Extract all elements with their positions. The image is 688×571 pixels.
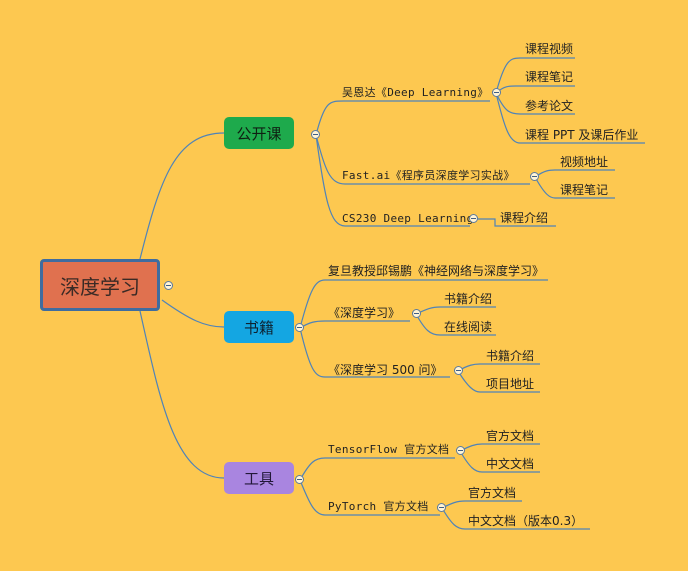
leaf-read-online[interactable]: 在线阅读 — [444, 320, 493, 334]
root-topic[interactable]: 深度学习 — [40, 259, 160, 311]
subtopic-pytorch-docs[interactable]: PyTorch 官方文档 — [328, 500, 429, 513]
collapse-icon[interactable] — [164, 281, 173, 290]
topic-books-label: 书籍 — [243, 318, 274, 337]
subtopic-andrew-ng-course[interactable]: 吴恩达《Deep Learning》 — [342, 86, 489, 99]
collapse-icon[interactable] — [454, 366, 463, 375]
leaf-chinese-docs-pt[interactable]: 中文文档（版本0.3） — [468, 514, 584, 528]
leaf-course-video[interactable]: 课程视频 — [525, 42, 574, 56]
subtopic-tensorflow-docs[interactable]: TensorFlow 官方文档 — [328, 443, 450, 456]
collapse-icon[interactable] — [311, 130, 320, 139]
subtopic-deep-learning-book[interactable]: 《深度学习》 — [328, 306, 401, 320]
leaf-course-notes[interactable]: 课程笔记 — [525, 70, 574, 84]
collapse-icon[interactable] — [469, 214, 478, 223]
root-topic-label: 深度学习 — [60, 274, 140, 299]
leaf-course-intro[interactable]: 课程介绍 — [500, 211, 549, 225]
topic-public-course[interactable]: 公开课 — [224, 117, 294, 149]
subtopic-cs230[interactable]: CS230 Deep Learning — [342, 212, 474, 225]
collapse-icon[interactable] — [295, 475, 304, 484]
subtopic-qiu-book[interactable]: 复旦教授邱锡鹏《神经网络与深度学习》 — [328, 264, 545, 278]
topic-tools[interactable]: 工具 — [224, 462, 294, 494]
collapse-icon[interactable] — [412, 309, 421, 318]
topic-books[interactable]: 书籍 — [224, 311, 294, 343]
collapse-icon[interactable] — [530, 172, 539, 181]
leaf-course-notes-fastai[interactable]: 课程笔记 — [560, 183, 609, 197]
leaf-course-ppt-homework[interactable]: 课程 PPT 及课后作业 — [525, 128, 639, 142]
leaf-project-link[interactable]: 项目地址 — [486, 377, 535, 391]
leaf-official-docs-pt[interactable]: 官方文档 — [468, 486, 517, 500]
leaf-reference-papers[interactable]: 参考论文 — [525, 99, 574, 113]
collapse-icon[interactable] — [437, 503, 446, 512]
subtopic-fastai-course[interactable]: Fast.ai《程序员深度学习实战》 — [342, 169, 515, 182]
leaf-book-intro[interactable]: 书籍介绍 — [444, 292, 493, 306]
leaf-video-link[interactable]: 视频地址 — [560, 155, 609, 169]
topic-public-course-label: 公开课 — [236, 124, 282, 143]
collapse-icon[interactable] — [295, 323, 304, 332]
topic-tools-label: 工具 — [243, 469, 274, 488]
collapse-icon[interactable] — [456, 446, 465, 455]
leaf-chinese-docs-tf[interactable]: 中文文档 — [486, 457, 535, 471]
collapse-icon[interactable] — [492, 88, 501, 97]
subtopic-dl500-book[interactable]: 《深度学习 500 问》 — [328, 363, 443, 377]
leaf-book-intro-500[interactable]: 书籍介绍 — [486, 349, 535, 363]
leaf-official-docs-tf[interactable]: 官方文档 — [486, 429, 535, 443]
